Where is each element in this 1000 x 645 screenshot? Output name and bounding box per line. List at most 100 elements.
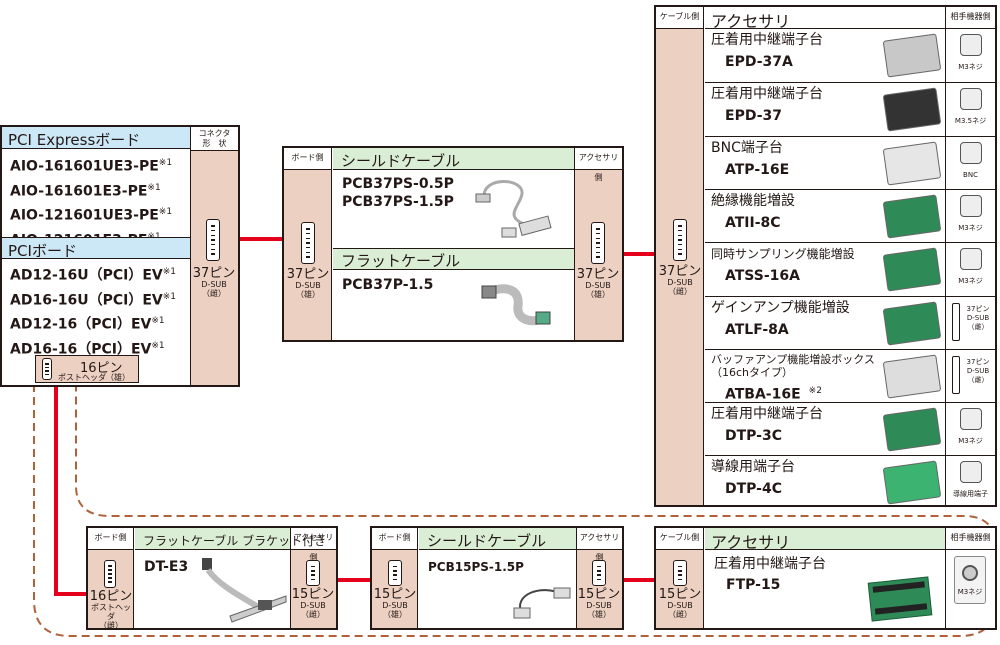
cable2-item: DT-E3 bbox=[144, 559, 189, 575]
acc1-partner-header: 相手機器側 bbox=[946, 7, 995, 29]
cable2-header-label: フラットケーブル ブラケット付き bbox=[143, 534, 327, 548]
dsub37-connector-icon bbox=[206, 219, 220, 261]
flat-header: フラットケーブル bbox=[333, 248, 574, 270]
accessory-product-image bbox=[882, 460, 942, 506]
accessory-name: DTP-4C bbox=[725, 481, 783, 498]
dsub15-connector-icon bbox=[306, 560, 320, 586]
accessory-category: ゲインアンプ機能増設 bbox=[711, 299, 850, 316]
acc2-partner-label: M3ネジ bbox=[957, 588, 983, 596]
shield-header-label: シールドケーブル bbox=[341, 152, 461, 170]
accessory-name: DTP-3C bbox=[725, 428, 783, 445]
acc2-cable-side: ケーブル側 bbox=[656, 528, 703, 550]
shield-item: PCB37PS-0.5P bbox=[342, 176, 454, 192]
cable2-header: フラットケーブル ブラケット付き bbox=[135, 528, 326, 550]
cable-box-2: ボード側 アクセサリ側 フラットケーブル ブラケット付き DT-E3 16ピンポ… bbox=[86, 526, 338, 630]
acc1-cable-side: ケーブル側 bbox=[656, 7, 703, 29]
dsub37-connector-icon bbox=[591, 222, 605, 264]
accessory-category: 圧着用中継端子台 bbox=[711, 406, 823, 423]
board-box: PCI Expressボード コネクタ 形 状 AIO-161601UE3-PE… bbox=[0, 125, 240, 387]
accessory-product-image bbox=[882, 354, 942, 399]
flat-item: PCB37P-1.5 bbox=[342, 277, 434, 293]
accessory-partner-label: BNC bbox=[963, 170, 978, 179]
screw-terminal-icon bbox=[960, 461, 982, 484]
accessory-category: バッファアンプ機能増設ボックス （16chタイプ） bbox=[711, 352, 875, 379]
screw-terminal-icon bbox=[960, 194, 982, 217]
postheader16-connector-icon bbox=[104, 560, 116, 588]
accessory-partner-cell: M3.5ネジ bbox=[946, 83, 995, 136]
pcie-item: AIO-161601UE3-PE※1 bbox=[10, 158, 173, 175]
accessory-category: 絶縁機能増設 bbox=[711, 192, 795, 209]
link-board-cable2-h bbox=[54, 592, 88, 596]
flat-cable-image bbox=[481, 284, 551, 326]
dsub37-connector-icon bbox=[673, 219, 687, 261]
screw-terminal-icon bbox=[960, 248, 982, 271]
shield-header: シールドケーブル bbox=[333, 148, 574, 170]
shield-list: PCB37PS-0.5P PCB37PS-1.5P bbox=[342, 175, 454, 211]
accessory-partner-label: M3ネジ bbox=[958, 437, 983, 446]
acc2-partner-col: 相手機器側 M3ネジ bbox=[945, 528, 995, 628]
pci-item: AD12-16U（PCI）EV※1 bbox=[10, 267, 177, 284]
accessory-product-image bbox=[882, 87, 942, 133]
cable2-right-col: アクセサリ側 bbox=[290, 528, 336, 628]
accessory-partner-cell: BNC bbox=[946, 137, 995, 190]
pcie-list: AIO-161601UE3-PE※1 AIO-161601E3-PE※1 AIO… bbox=[10, 153, 172, 252]
accessory-product-image bbox=[882, 194, 942, 239]
postheader16-connector-icon bbox=[42, 358, 52, 380]
link-cable2-cable3 bbox=[336, 578, 370, 582]
pci-header-label: PCIボード bbox=[8, 242, 77, 260]
accessory-partner-label: M3.5ネジ bbox=[954, 117, 987, 126]
accessory-partner-cell: 37ピン D-SUB （雌） bbox=[946, 350, 995, 403]
accessory-partner-cell: M3ネジ bbox=[946, 243, 995, 296]
flat-header-label: フラットケーブル bbox=[341, 252, 461, 270]
accessory-category: 同時サンプリング機能増設 bbox=[711, 247, 855, 262]
accessory-product-image bbox=[882, 33, 942, 78]
accessory-category: 導線用端子台 bbox=[711, 459, 795, 476]
pcie-header-label: PCI Expressボード bbox=[8, 131, 141, 149]
dsub15-connector-icon bbox=[673, 560, 687, 586]
accessory-row: 同時サンプリング機能増設 ATSS-16A M3ネジ bbox=[705, 242, 995, 295]
pci-item: AD16-16（PCI）EV※1 bbox=[10, 340, 165, 358]
acc2-name: FTP-15 bbox=[726, 577, 781, 593]
dsub15-connector-icon bbox=[388, 560, 402, 586]
pci-item: AD12-16（PCI）EV※1 bbox=[10, 316, 165, 333]
header16-box: 16ピン ポストヘッダ（雄） bbox=[35, 355, 139, 383]
link-cable1-accessory1 bbox=[622, 252, 656, 256]
acc1-header: アクセサリ bbox=[705, 7, 945, 31]
pci-item: AD16-16U（PCI）EV※1 bbox=[10, 291, 177, 309]
pcie-item: AIO-121601UE3-PE※1 bbox=[10, 207, 173, 224]
accessory-partner-cell: M3ネジ bbox=[946, 190, 995, 243]
connector-header: コネクタ 形 状 bbox=[191, 127, 238, 151]
accessory-category: 圧着用中継端子台 bbox=[711, 86, 823, 103]
dsub37-connector-icon bbox=[301, 222, 315, 264]
accessory-name: EPD-37A bbox=[725, 54, 793, 70]
cable1-board-side: ボード側 bbox=[284, 148, 331, 170]
cable3-item: PCB15PS-1.5P bbox=[428, 560, 524, 574]
accessory-name: ATSS-16A bbox=[725, 268, 800, 285]
acc1-partner-col: 相手機器側 bbox=[945, 7, 995, 505]
link-board-cable2-v bbox=[54, 384, 58, 596]
accessory-partner-label: M3ネジ bbox=[958, 63, 983, 71]
dsub15-connector-icon bbox=[592, 560, 606, 586]
cable3-accessory-side: アクセサリ側 bbox=[577, 528, 622, 562]
header16-pins: 16ピン bbox=[80, 361, 123, 376]
accessory-partner-label: 導線用端子 bbox=[953, 490, 988, 499]
accessory-partner-label: 37ピン D-SUB （雌） bbox=[966, 357, 990, 384]
pcie-item: AIO-161601E3-PE※1 bbox=[10, 182, 161, 200]
cable2-board-side: ボード側 bbox=[88, 528, 133, 550]
dsub37-connector-icon bbox=[952, 302, 960, 341]
accessory-partner-label: M3ネジ bbox=[958, 223, 983, 232]
cable-box-1: ボード側 アクセサリ側 シールドケーブル PCB37PS-0.5P PCB37P… bbox=[282, 146, 624, 342]
terminal-block-image bbox=[867, 576, 933, 622]
cable3-board-side: ボード側 bbox=[372, 528, 417, 550]
accessory-product-image bbox=[882, 407, 942, 452]
